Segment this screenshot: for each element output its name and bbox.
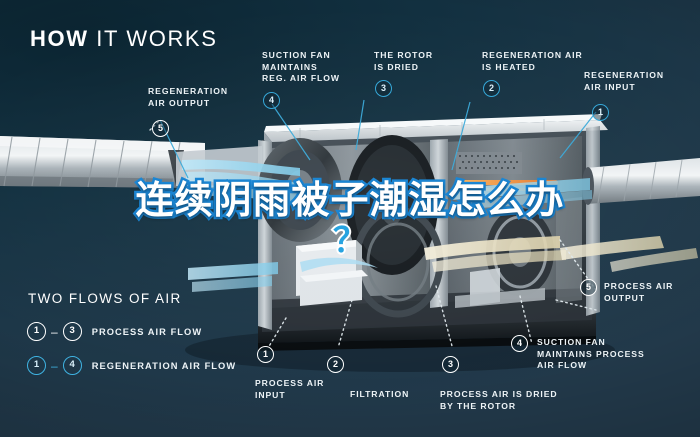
legend-title: TWO FLOWS OF AIR bbox=[28, 291, 182, 306]
page-title: HOW IT WORKS bbox=[30, 26, 217, 52]
callout-number-rotor-is-dried[interactable]: 3 bbox=[375, 80, 392, 97]
callout-number-process-air-dried[interactable]: 3 bbox=[442, 356, 459, 373]
page-title-light: IT WORKS bbox=[96, 26, 218, 51]
callout-number-suction-fan-process[interactable]: 4 bbox=[511, 335, 528, 352]
legend-label-regeneration-air-flow: REGENERATION AIR FLOW bbox=[91, 360, 237, 371]
page-title-bold: HOW bbox=[30, 26, 89, 51]
callout-number-filtration[interactable]: 2 bbox=[327, 356, 344, 373]
callout-number-regeneration-air-input[interactable]: 1 bbox=[592, 104, 609, 121]
callout-number-regeneration-air-output[interactable]: 5 bbox=[152, 120, 169, 137]
callout-number-process-air-input[interactable]: 1 bbox=[257, 346, 274, 363]
legend-row-regeneration-air-flow[interactable]: 1 – 4 REGENERATION AIR FLOW bbox=[27, 356, 236, 375]
legend-number-from-1-cyan: 1 bbox=[27, 356, 46, 375]
legend-dash: – bbox=[51, 324, 58, 339]
legend-number-from-1: 1 bbox=[27, 322, 46, 341]
legend-dash-cyan: – bbox=[51, 358, 58, 373]
legend-number-to-3: 3 bbox=[62, 322, 82, 341]
callout-number-process-air-output[interactable]: 5 bbox=[580, 279, 597, 296]
legend-number-to-4: 4 bbox=[62, 356, 82, 375]
legend-label-process-air-flow: PROCESS AIR FLOW bbox=[91, 326, 203, 337]
callout-number-regeneration-air-heated[interactable]: 2 bbox=[483, 80, 500, 97]
legend-row-process-air-flow[interactable]: 1 – 3 PROCESS AIR FLOW bbox=[27, 322, 202, 341]
callout-label-filtration: FILTRATION bbox=[350, 389, 410, 399]
callout-number-suction-fan-reg[interactable]: 4 bbox=[263, 92, 280, 109]
